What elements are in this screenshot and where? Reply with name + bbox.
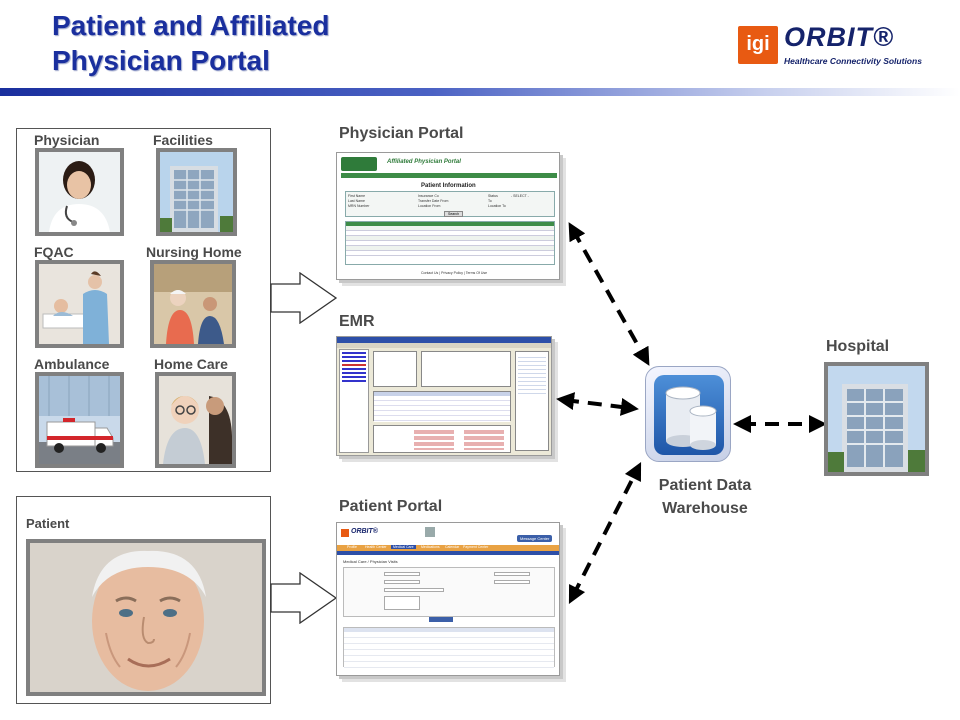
- arrow-patient-portal-warehouse: [568, 461, 642, 605]
- label-ambulance: Ambulance: [34, 356, 110, 372]
- physician-portal-section: Patient Information: [421, 183, 476, 189]
- emr-sidebar-panel: [515, 351, 549, 451]
- hospital-photo: [824, 362, 929, 476]
- physician-photo: [35, 148, 124, 236]
- label-fqac: FQAC: [34, 244, 74, 260]
- label-facilities: Facilities: [153, 132, 213, 148]
- visit-history-table: [343, 627, 555, 668]
- patient-portal-logo-icon: [341, 529, 349, 537]
- patient-portal-tab-bar: Profile Health Center Medical Care Medic…: [337, 545, 559, 551]
- ambulance-photo: [35, 372, 124, 468]
- emr-title-bar: [337, 337, 551, 343]
- emr-results-grid: [373, 425, 511, 453]
- fqac-photo: [35, 260, 124, 348]
- physician-portal-heading: Affiliated Physician Portal: [387, 159, 461, 165]
- igi-orbit-logo: igi ORBIT® Healthcare Connectivity Solut…: [738, 20, 928, 70]
- select-value: - SELECT -: [511, 194, 529, 198]
- tab-medical-care[interactable]: Medical Care: [391, 545, 416, 549]
- logo-mark: igi: [738, 26, 778, 64]
- logo-tagline: Healthcare Connectivity Solutions: [784, 56, 922, 66]
- facilities-photo: [156, 148, 237, 236]
- patient-portal-brand: ORBIT®: [351, 528, 378, 535]
- emr-detail-panel: [421, 351, 511, 387]
- visit-form: [343, 567, 555, 617]
- patient-portal-section: Medical Care / Physician Visits: [343, 559, 398, 564]
- tab-medications[interactable]: Medications: [421, 545, 440, 549]
- nursing-home-photo: [150, 260, 236, 348]
- label-patient-portal: Patient Portal: [339, 498, 443, 515]
- physician-portal-screenshot: Affiliated Physician Portal Patient Info…: [336, 152, 560, 280]
- physician-portal-footer: Contact Us | Privacy Policy | Terms Of U…: [421, 271, 488, 275]
- label-patient: Patient: [26, 516, 70, 531]
- label-emr: EMR: [339, 313, 375, 330]
- submit-buttons[interactable]: [429, 617, 453, 622]
- label-hospital: Hospital: [826, 338, 890, 355]
- patient-photo: [26, 539, 266, 696]
- logo-name: ORBIT®: [784, 22, 894, 52]
- emr-nav-tree: [339, 349, 369, 453]
- tab-payment-center[interactable]: Payment Center: [463, 545, 489, 549]
- database-icon: [645, 366, 731, 462]
- header-divider: [0, 88, 960, 96]
- flow-arrow-providers: [270, 272, 338, 324]
- arrow-emr-warehouse: [556, 392, 639, 416]
- emr-toolbar: [337, 343, 551, 348]
- label-physician: Physician: [34, 132, 100, 148]
- search-button[interactable]: Search: [444, 211, 464, 217]
- page-title: Patient and Affiliated Physician Portal: [52, 8, 329, 78]
- message-center-button[interactable]: Message Center: [517, 535, 553, 542]
- user-avatar: [425, 527, 435, 537]
- arrow-physician-portal-warehouse: [568, 222, 650, 366]
- patient-portal-screenshot: ORBIT® Message Center Profile Health Cen…: [336, 522, 560, 676]
- label-nursing-home: Nursing Home: [146, 244, 242, 260]
- emr-orders-grid: [373, 391, 511, 422]
- warehouse-label-line2: Warehouse: [662, 500, 748, 517]
- warehouse-label-line1: Patient Data: [658, 477, 752, 494]
- tab-health-center[interactable]: Health Center: [365, 545, 387, 549]
- search-form: First Name Last Name MRN Number Insuranc…: [345, 191, 555, 217]
- results-table: [345, 221, 555, 265]
- title-line-2: Physician Portal: [52, 45, 270, 76]
- hospital-logo-icon: [341, 157, 377, 171]
- label-physician-portal: Physician Portal: [339, 125, 464, 142]
- title-line-1: Patient and Affiliated: [52, 10, 330, 41]
- label-home-care: Home Care: [154, 356, 228, 372]
- warehouse-label: Patient Data Warehouse: [630, 474, 780, 520]
- tab-profile[interactable]: Profile: [347, 545, 357, 549]
- tab-calendar[interactable]: Calendar: [445, 545, 460, 549]
- emr-patient-panel: [373, 351, 417, 387]
- patient-portal-subnav: [337, 551, 559, 555]
- nav-bar: [341, 173, 557, 178]
- home-care-photo: [155, 372, 236, 468]
- flow-arrow-patient: [270, 572, 338, 624]
- emr-screenshot: [336, 336, 552, 456]
